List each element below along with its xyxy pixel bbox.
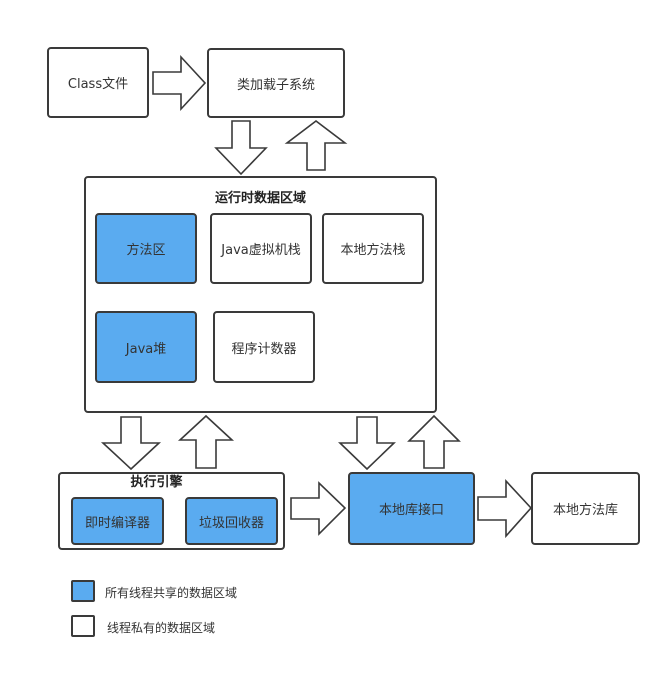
legend-shared-swatch xyxy=(71,580,95,602)
jit-compiler-label: 即时编译器 xyxy=(84,515,150,531)
method-area-label: 方法区 xyxy=(126,243,166,258)
exec-engine-title: 执行引擎 xyxy=(130,475,183,490)
runtime-area-title: 运行时数据区域 xyxy=(214,191,306,206)
gc-label: 垃圾回收器 xyxy=(198,515,264,531)
legend-private-swatch xyxy=(71,615,95,637)
pc-register-node: 程序计数器 xyxy=(213,311,315,383)
arrow-up-engine-to-runtime xyxy=(177,414,235,469)
class-loader-label: 类加载子系统 xyxy=(236,77,315,93)
jit-compiler-node: 即时编译器 xyxy=(71,497,164,545)
native-library-label: 本地方法库 xyxy=(552,503,618,518)
arrow-down-loader-to-runtime xyxy=(214,120,268,176)
java-stack-label: Java虚拟机栈 xyxy=(221,243,301,258)
class-loader-node: 类加载子系统 xyxy=(207,48,345,118)
native-method-stack-node: 本地方法栈 xyxy=(322,213,424,284)
arrow-up-native-to-runtime xyxy=(407,414,461,469)
arrow-right-class-to-loader xyxy=(152,54,207,112)
arrow-down-runtime-to-engine xyxy=(100,416,162,471)
arrow-right-native-to-library xyxy=(477,478,533,539)
native-library-node: 本地方法库 xyxy=(531,472,640,545)
native-interface-node: 本地库接口 xyxy=(348,472,475,545)
java-stack-node: Java虚拟机栈 xyxy=(210,213,312,284)
native-interface-label: 本地库接口 xyxy=(378,503,444,518)
arrow-down-runtime-to-native xyxy=(338,416,396,471)
arrow-right-engine-to-native xyxy=(290,481,347,536)
pc-register-label: 程序计数器 xyxy=(231,341,297,357)
legend-shared-label: 所有线程共享的数据区域 xyxy=(105,586,238,600)
arrow-up-runtime-to-loader xyxy=(284,119,348,171)
native-method-stack-label: 本地方法栈 xyxy=(340,243,406,258)
class-file-node: Class文件 xyxy=(47,47,149,118)
class-file-label: Class文件 xyxy=(67,77,129,92)
heap-node: Java堆 xyxy=(95,311,197,383)
gc-node: 垃圾回收器 xyxy=(185,497,278,545)
heap-label: Java堆 xyxy=(125,341,167,357)
legend-private-label: 线程私有的数据区域 xyxy=(107,621,216,635)
method-area-node: 方法区 xyxy=(95,213,197,284)
